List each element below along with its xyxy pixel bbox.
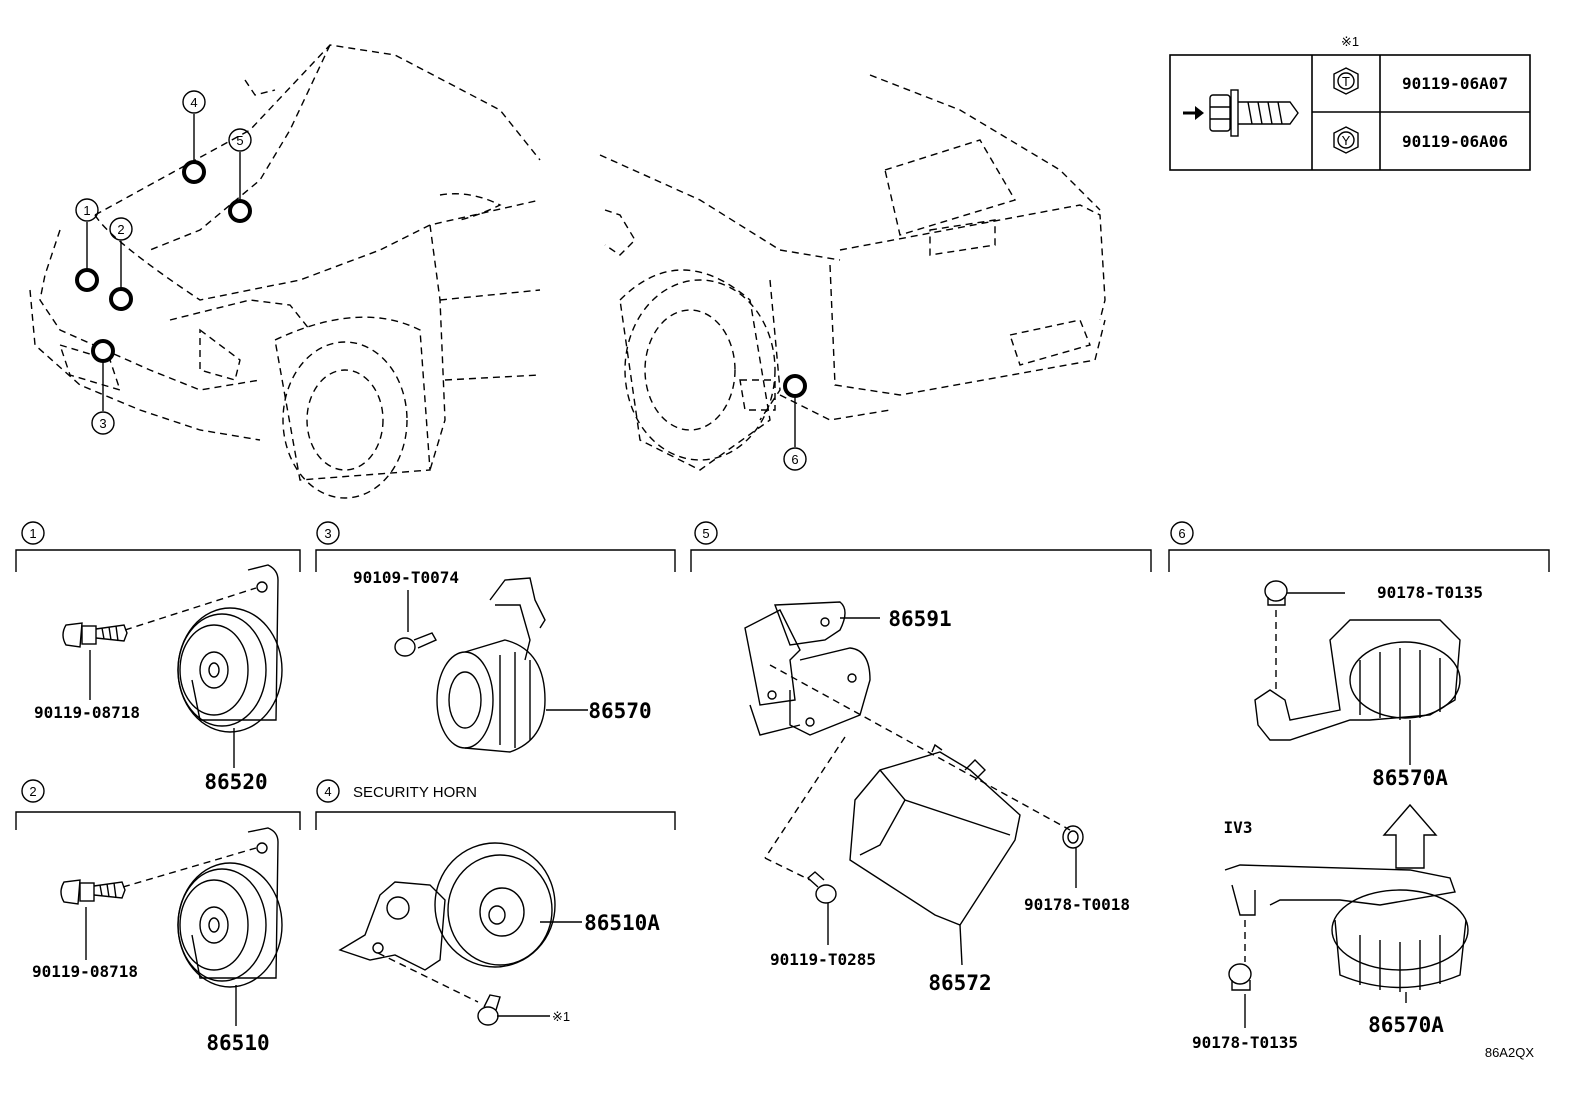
horn-bolt-icon [62,622,128,648]
mark-circle-3 [91,339,115,363]
nut-icon-6b [1228,963,1252,991]
location-marker-6: 6 [783,447,807,471]
part-number-90178-T0018: 90178-T0018 [1024,895,1130,914]
svg-text:T: T [1342,74,1350,89]
svg-text:5: 5 [702,526,709,541]
svg-text:Y: Y [1342,133,1351,148]
part-number-86510A: 86510A [584,911,660,935]
symbol-y-icon: Y [1333,126,1359,154]
mark-circle-6 [783,374,807,398]
mark-circle-4 [182,160,206,184]
up-arrow-icon [1382,803,1438,869]
part-number-86570: 86570 [588,699,651,723]
siren-86570-icon [436,577,546,753]
bolt-table: ※1 T Y 90119-06A07 90119-06A06 [1169,34,1531,171]
mark-circle-1 [75,268,99,292]
part-number-90109-T0074: 90109-T0074 [353,568,459,587]
svg-text:3: 3 [99,416,106,431]
location-marker-5: 5 [228,128,252,152]
security-horn-title: SECURITY HORN [353,784,477,801]
mark-circle-5 [228,199,252,223]
mark-circle-2 [109,287,133,311]
bolt-icon [1183,89,1299,137]
diagram-code: 86A2QX [1485,1045,1534,1060]
horn-86510-icon [177,827,283,988]
horn-bolt-icon-2 [60,879,126,905]
front-vehicle-illustration [29,44,541,499]
bolt-icon-5a [806,871,837,904]
nut-icon-5b [1062,825,1084,849]
bolt-part-number-y: 90119-06A06 [1402,132,1508,151]
svg-text:4: 4 [324,784,331,799]
variant-label-iv3: IV3 [1224,818,1253,837]
location-marker-2: 2 [109,217,133,241]
location-marks [75,114,807,447]
svg-text:2: 2 [117,222,124,237]
svg-text:3: 3 [324,526,331,541]
part-number-86510: 86510 [206,1031,269,1055]
bracket-86591-icon [744,601,871,736]
siren-86570A-upper-icon [1254,619,1461,741]
section-3: 3 90109-T0074 86570 [315,521,676,753]
horn-86510A-icon [338,842,556,971]
svg-text:4: 4 [190,95,197,110]
part-number-86520: 86520 [204,770,267,794]
bolt-icon-3 [394,632,437,657]
svg-text:1: 1 [83,203,90,218]
bolt-table-note: ※1 [1341,34,1359,49]
part-number-86570A-lower: 86570A [1368,1013,1444,1037]
symbol-t-icon: T [1333,67,1359,95]
part-number-86591: 86591 [888,607,951,631]
section-2: 2 90119-08718 86510 [15,779,301,1055]
bolt-note-ref: ※1 [552,1009,570,1024]
part-number-86570A-upper: 86570A [1372,766,1448,790]
section-4: 4 SECURITY HORN 86510A ※1 [315,779,676,1026]
part-number-90119-T0285: 90119-T0285 [770,950,876,969]
siren-86570A-lower-icon [1224,864,1469,992]
location-marker-3: 3 [91,411,115,435]
svg-text:1: 1 [29,526,36,541]
location-marker-4: 4 [182,90,206,114]
svg-text:6: 6 [791,452,798,467]
section-5: 5 86591 86572 9011 [690,521,1152,995]
part-number-90178-T0135-top: 90178-T0135 [1377,583,1483,602]
location-marker-1: 1 [75,198,99,222]
svg-text:5: 5 [236,133,243,148]
horn-86520-icon [177,564,283,733]
part-number-90178-T0135-bottom: 90178-T0135 [1192,1033,1298,1052]
svg-text:6: 6 [1178,526,1185,541]
svg-text:2: 2 [29,784,36,799]
part-number-86572: 86572 [928,971,991,995]
part-number-90119-08718-a: 90119-08718 [34,703,140,722]
control-module-86572-icon [849,743,1021,926]
nut-icon-6a [1264,580,1288,606]
part-number-90119-08718-b: 90119-08718 [32,962,138,981]
bolt-icon-4 [477,994,501,1026]
rear-vehicle-illustration [599,74,1106,471]
section-6: 6 90178-T0135 86570A IV3 86570A [1168,521,1550,1052]
section-1: 1 90119-08718 86520 [15,521,301,794]
bolt-part-number-t: 90119-06A07 [1402,74,1508,93]
